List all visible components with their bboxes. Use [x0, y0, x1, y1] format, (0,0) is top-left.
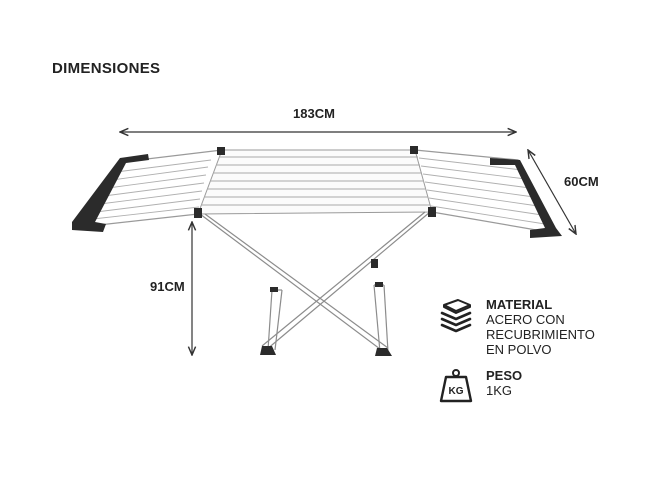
material-label: MATERIAL	[486, 297, 553, 312]
weight-label: PESO	[486, 368, 523, 383]
material-spec: MATERIAL ACERO CON RECUBRIMIENTO EN POLV…	[438, 297, 658, 357]
rack-end-caps	[72, 146, 562, 356]
page-title: DIMENSIONES	[52, 60, 161, 77]
weight-spec: KG PESO 1KG	[438, 368, 658, 408]
height-dimension-label: 91CM	[150, 279, 185, 294]
depth-dimension-label: 60CM	[564, 174, 599, 189]
width-dimension-label: 183CM	[293, 106, 335, 121]
weight-value: 1KG	[486, 383, 513, 398]
material-value: ACERO CON RECUBRIMIENTO EN POLVO	[486, 312, 595, 357]
kg-weight-icon: KG	[438, 368, 474, 404]
kg-icon-text: KG	[449, 386, 464, 397]
layers-icon	[438, 297, 474, 333]
depth-dimension-line	[528, 150, 576, 234]
